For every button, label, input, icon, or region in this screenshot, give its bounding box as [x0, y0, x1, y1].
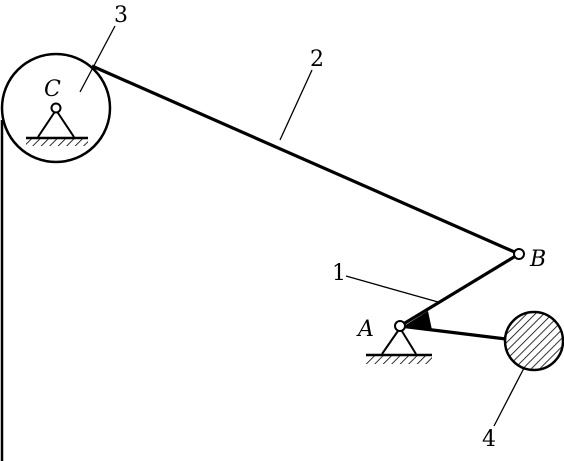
link-1	[399, 252, 520, 328]
leader-4	[493, 367, 525, 427]
pivot-a-joint	[394, 320, 406, 332]
ground-support-c	[26, 109, 88, 146]
leader-1	[345, 275, 439, 303]
pivot-c-joint	[50, 102, 62, 114]
label-4: 4	[482, 427, 496, 452]
label-pivot-a: A	[356, 317, 374, 342]
ground-support-a	[366, 327, 432, 364]
label-3: 3	[114, 3, 128, 28]
leader-3	[79, 25, 116, 93]
label-pivot-b: B	[529, 247, 546, 272]
link-2	[91, 64, 520, 256]
leader-2	[279, 69, 313, 141]
disc-4	[503, 310, 564, 372]
label-1: 1	[332, 261, 346, 286]
pivot-b-joint	[513, 248, 525, 260]
rigid-joint-wedge	[404, 311, 432, 330]
label-pivot-c: C	[44, 77, 61, 102]
pulley-3	[0, 52, 112, 164]
label-2: 2	[310, 47, 324, 72]
rod-to-disc-4	[399, 324, 507, 341]
